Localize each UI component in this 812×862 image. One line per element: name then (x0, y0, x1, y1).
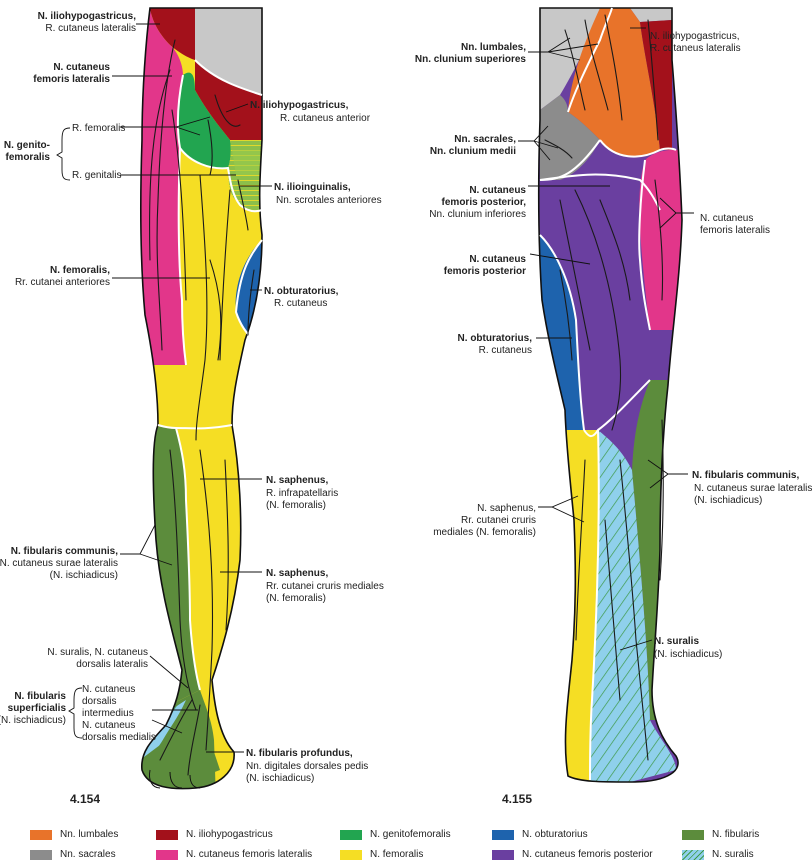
left-labels: N. iliohypogastricus, R. cutaneus latera… (0, 11, 384, 806)
posterior-leg (537, 7, 683, 783)
label-saphenus-2-sub1: Rr. cutanei cruris mediales (266, 581, 384, 592)
label-iliohypogastricus-lat-sub: R. cutaneus lateralis (45, 23, 136, 34)
label-cut-fem-lat-1: N. cutaneus (53, 62, 110, 73)
label-saphenus-1-sub2: (N. femoralis) (266, 500, 326, 511)
label-r-femoralis: R. femoralis (72, 123, 125, 134)
label-fib-superficialis-1: N. fibularis (14, 691, 66, 702)
label-saphenus-post-2: Rr. cutanei cruris (461, 515, 536, 526)
label-saphenus-2-sub2: (N. femoralis) (266, 593, 326, 604)
label-fib-comm-post-sub2: (N. ischiadicus) (694, 495, 762, 506)
label-saphenus-post-1: N. saphenus, (477, 503, 536, 514)
legend-label: Nn. sacrales (60, 849, 116, 860)
label-cfl-post-2: femoris lateralis (700, 225, 770, 236)
legend-swatch (682, 850, 704, 860)
left-leader-lines (56, 23, 272, 753)
label-fib-superficialis-3: (N. ischiadicus) (0, 715, 66, 726)
label-iliohypogastricus-ant-sub: R. cutaneus anterior (280, 113, 371, 124)
label-lumbales-1: Nn. lumbales, (461, 42, 526, 53)
label-femoralis-sub: Rr. cutanei anteriores (15, 277, 110, 288)
label-cut-dors-5: dorsalis medialis (82, 732, 156, 743)
label-suralis-post: N. suralis (654, 636, 699, 647)
legend-swatch (30, 830, 52, 840)
label-cut-dors-4: N. cutaneus (82, 720, 135, 731)
figure-number-left: 4.154 (70, 792, 100, 806)
legend-label: N. genitofemoralis (370, 829, 451, 840)
label-fib-comm-post: N. fibularis communis, (692, 470, 799, 481)
label-cut-dors-3: intermedius (82, 708, 134, 719)
label-suralis-2: dorsalis lateralis (76, 659, 148, 670)
label-iliohypogastricus-lat: N. iliohypogastricus, (38, 11, 137, 22)
legend-swatch (492, 850, 514, 860)
legend-label: N. suralis (712, 849, 754, 860)
label-fib-profundus-sub1: Nn. digitales dorsales pedis (246, 761, 368, 772)
label-fib-comm-post-sub1: N. cutaneus surae lateralis (694, 483, 812, 494)
label-obturatorius: N. obturatorius, (264, 286, 339, 297)
label-genitofemoralis-1: N. genito- (4, 140, 50, 151)
label-iliohypo-post-2: R. cutaneus lateralis (650, 43, 741, 54)
label-cfp-3: Nn. clunium inferiores (429, 209, 526, 220)
legend-label: N. cutaneus femoris lateralis (186, 849, 313, 860)
label-ilioinguinalis: N. ilioinguinalis, (274, 182, 351, 193)
label-fib-superficialis-2: superficialis (8, 703, 67, 714)
label-cut-dors-2: dorsalis (82, 696, 116, 707)
color-legend: Nn. lumbales Nn. sacrales N. iliohypogas… (0, 822, 812, 862)
label-fib-profundus-sub2: (N. ischiadicus) (246, 773, 314, 784)
legend-label: N. iliohypogastricus (186, 829, 273, 840)
label-cut-fem-lat-2: femoris lateralis (33, 74, 110, 85)
right-labels: Nn. lumbales, Nn. clunium superiores Nn.… (415, 31, 812, 806)
anterior-leg (139, 7, 263, 790)
legend-label: N. obturatorius (522, 829, 588, 840)
label-r-genitalis: R. genitalis (72, 170, 121, 181)
legend-swatch (156, 850, 178, 860)
label-cfp-2: femoris posterior, (442, 197, 527, 208)
label-lumbales-2: Nn. clunium superiores (415, 54, 527, 65)
legend-swatch (340, 850, 362, 860)
label-suralis-post-sub: (N. ischiadicus) (654, 649, 722, 660)
label-saphenus-1-sub1: R. infrapatellaris (266, 488, 338, 499)
label-suralis-1: N. suralis, N. cutaneus (47, 647, 148, 658)
label-saphenus-1: N. saphenus, (266, 475, 328, 486)
legend-label: Nn. lumbales (60, 829, 119, 840)
label-cfp2-1: N. cutaneus (469, 254, 526, 265)
label-fibularis-communis-sub2: (N. ischiadicus) (50, 570, 118, 581)
label-sacrales-2: Nn. clunium medii (430, 146, 516, 157)
label-obturatorius-post: N. obturatorius, (458, 333, 533, 344)
label-cut-dors-1: N. cutaneus (82, 684, 135, 695)
figure-number-right: 4.155 (502, 792, 532, 806)
legend-swatch (30, 850, 52, 860)
label-saphenus-2: N. saphenus, (266, 568, 328, 579)
label-genitofemoralis-2: femoralis (6, 152, 51, 163)
label-fibularis-communis: N. fibularis communis, (11, 546, 118, 557)
label-ilioinguinalis-sub: Nn. scrotales anteriores (276, 195, 382, 206)
legend-swatch (340, 830, 362, 840)
label-obturatorius-sub: R. cutaneus (274, 298, 327, 309)
legend-label: N. fibularis (712, 829, 760, 840)
label-iliohypogastricus-ant: N. iliohypogastricus, (250, 100, 349, 111)
legend-label: N. cutaneus femoris posterior (522, 849, 653, 860)
legend-swatch (682, 830, 704, 840)
label-fib-profundus: N. fibularis profundus, (246, 748, 353, 759)
label-cfl-post-1: N. cutaneus (700, 213, 753, 224)
label-obturatorius-post-sub: R. cutaneus (479, 345, 532, 356)
label-saphenus-post-3: mediales (N. femoralis) (433, 527, 536, 538)
legend-swatch (156, 830, 178, 840)
legend-swatch (492, 830, 514, 840)
legend-label: N. femoralis (370, 849, 424, 860)
label-cfp-1: N. cutaneus (469, 185, 526, 196)
label-femoralis: N. femoralis, (50, 265, 110, 276)
label-iliohypo-post-1: N. iliohypogastricus, (650, 31, 739, 42)
label-sacrales-1: Nn. sacrales, (454, 134, 516, 145)
right-leader-lines (518, 27, 694, 651)
label-cfp2-2: femoris posterior (444, 266, 526, 277)
label-fibularis-communis-sub1: N. cutaneus surae lateralis (0, 558, 118, 569)
